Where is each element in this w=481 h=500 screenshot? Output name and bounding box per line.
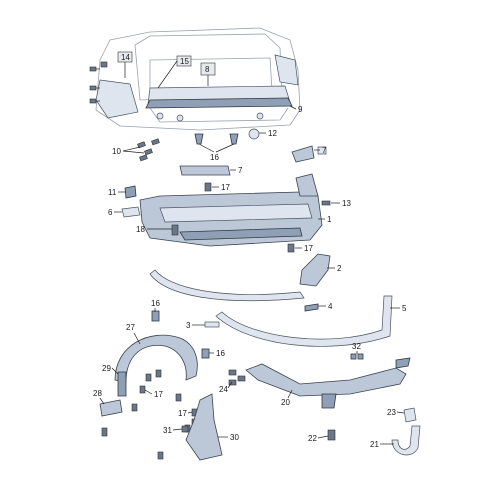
bracket-part-28 [99, 399, 123, 417]
clip-part-3 [204, 321, 220, 328]
callout-17-mid: 17 [304, 244, 313, 253]
callout-13: 13 [342, 199, 351, 208]
callout-16-liner: 16 [216, 349, 225, 358]
callout-14: 14 [121, 53, 130, 62]
callout-8: 8 [205, 65, 210, 74]
body-screws-left [89, 61, 108, 104]
callout-11: 11 [108, 188, 117, 197]
callout-31: 31 [163, 426, 172, 435]
callout-24: 24 [219, 385, 228, 394]
vehicle-rear-body [95, 27, 301, 131]
callout-5: 5 [402, 304, 407, 313]
bracket-part-2 [299, 253, 331, 287]
wheelhouse-liner-part-27 [114, 334, 198, 397]
bolts-part-10 [137, 138, 160, 162]
trim-strip-upper [149, 269, 305, 302]
callout-23: 23 [387, 408, 396, 417]
callout-15: 15 [180, 57, 189, 66]
bolt-part-22 [327, 429, 336, 441]
screws-part-17-liner [131, 369, 182, 412]
callout-1: 1 [327, 215, 332, 224]
callout-32: 32 [352, 342, 361, 351]
bracket-part-7-lower [179, 165, 231, 176]
callout-3: 3 [186, 321, 191, 330]
impact-beam-part-20 [245, 357, 411, 409]
callout-16: 16 [210, 153, 219, 162]
screw-part-18 [171, 224, 179, 236]
callout-29: 29 [102, 364, 111, 373]
bumper-cover-part-1 [139, 173, 323, 247]
callout-12: 12 [268, 129, 277, 138]
callout-20: 20 [281, 398, 290, 407]
cap-part-23 [403, 407, 417, 423]
bolt-part-13 [321, 200, 331, 206]
callout-21: 21 [370, 440, 379, 449]
clips-part-32 [350, 353, 364, 360]
callout-30: 30 [230, 433, 239, 442]
callout-7-lower: 7 [238, 166, 243, 175]
callout-10: 10 [112, 147, 121, 156]
callout-7-upper: 7 [322, 146, 327, 155]
callout-2: 2 [337, 264, 342, 273]
bracket-part-7-upper [291, 145, 315, 163]
callout-4: 4 [328, 302, 333, 311]
mudflap-part-30 [185, 393, 223, 461]
callout-18: 18 [136, 225, 145, 234]
clip-part-4 [304, 303, 319, 312]
screw-part-31 [181, 425, 189, 433]
clip-part-16-mid [151, 310, 160, 322]
nut-part-12 [248, 128, 260, 140]
callout-17-lower: 17 [178, 409, 187, 418]
callout-9: 9 [298, 105, 303, 114]
screw-part-17-lower [287, 243, 295, 253]
callout-17-upper: 17 [221, 183, 230, 192]
callout-17-liner: 17 [154, 390, 163, 399]
callout-6: 6 [108, 208, 113, 217]
clip-part-11 [124, 185, 137, 199]
screw-part-17 [204, 182, 212, 192]
callout-28: 28 [93, 389, 102, 398]
clip-part-16-liner [201, 348, 210, 359]
towing-eye-part-21 [391, 425, 421, 456]
trim-strip-part-5 [215, 295, 393, 347]
callout-labels: 14 15 8 9 12 10 16 7 7 11 17 [93, 51, 407, 449]
callout-22: 22 [308, 434, 317, 443]
reflector-part-6 [121, 206, 141, 218]
clips-part-16 [194, 133, 239, 145]
bolts-part-24 [228, 369, 246, 386]
callout-27: 27 [126, 323, 135, 332]
callout-16-mid: 16 [151, 299, 160, 308]
